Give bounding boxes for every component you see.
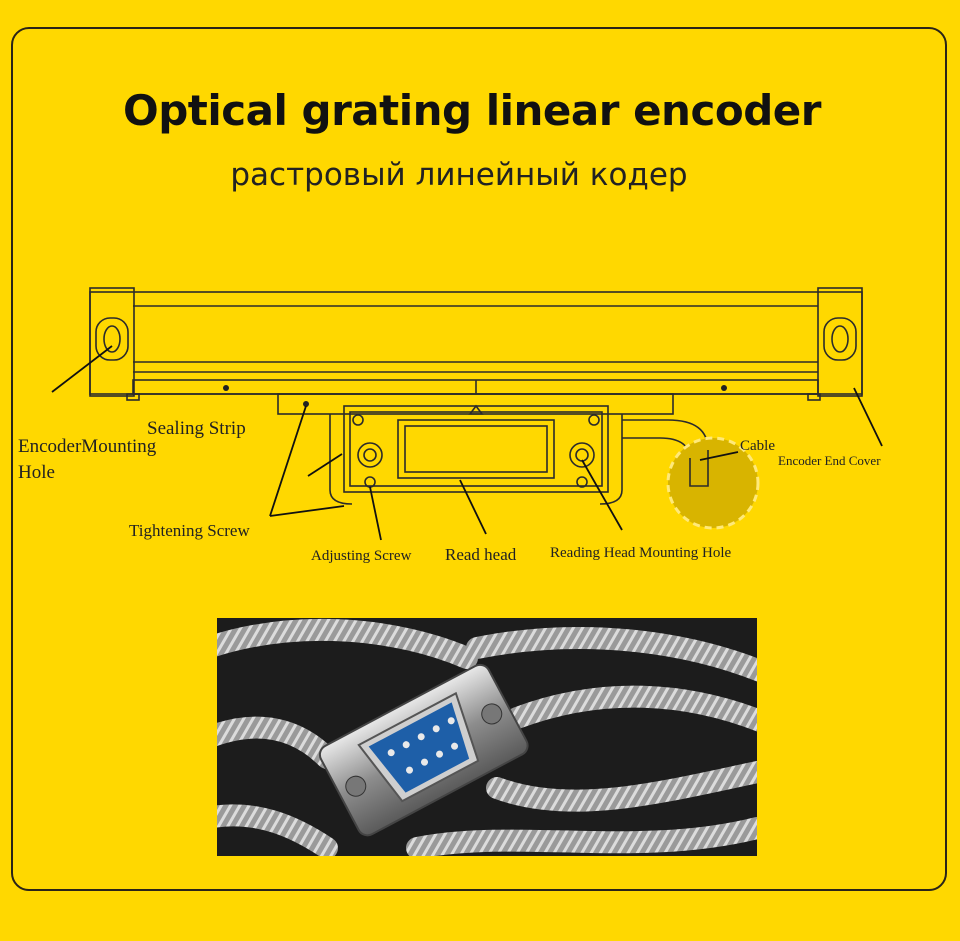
label-reading-head-hole: Reading Head Mounting Hole [550, 545, 732, 561]
page-subtitle: растровый линейный кодер [230, 157, 688, 193]
leader-read-head [459, 479, 487, 535]
right-end-cover [817, 287, 863, 397]
read-head-window [397, 419, 555, 479]
label-sealing-strip: Sealing Strip [147, 418, 246, 439]
leader-adjusting-screw [369, 486, 382, 541]
leader-end-cover [853, 387, 883, 447]
leader-cable [699, 451, 739, 461]
label-mounting-hole-2: Hole [18, 462, 55, 483]
leader-mounting-hole [51, 345, 113, 393]
label-read-head: Read head [445, 545, 517, 564]
leader-tightening-1 [269, 405, 307, 517]
scale-body [89, 291, 863, 395]
right-head-hole [569, 442, 595, 468]
connector-photo [217, 618, 757, 856]
label-adjusting-screw: Adjusting Screw [311, 548, 412, 564]
leader-reading-hole [581, 459, 623, 531]
right-mounting-hole [823, 317, 857, 361]
left-mounting-hole [95, 317, 129, 361]
label-cable: Cable [740, 438, 775, 454]
left-end-cover [89, 287, 135, 397]
card-frame [11, 27, 947, 891]
label-mounting-hole-1: EncoderMounting [18, 436, 157, 457]
label-tightening-screw: Tightening Screw [129, 521, 250, 540]
label-end-cover: Encoder End Cover [778, 453, 881, 468]
leader-tightening-2 [269, 505, 345, 517]
read-head-body [343, 405, 609, 493]
left-head-hole [357, 442, 383, 468]
page-title: Optical grating linear encoder [123, 86, 821, 135]
